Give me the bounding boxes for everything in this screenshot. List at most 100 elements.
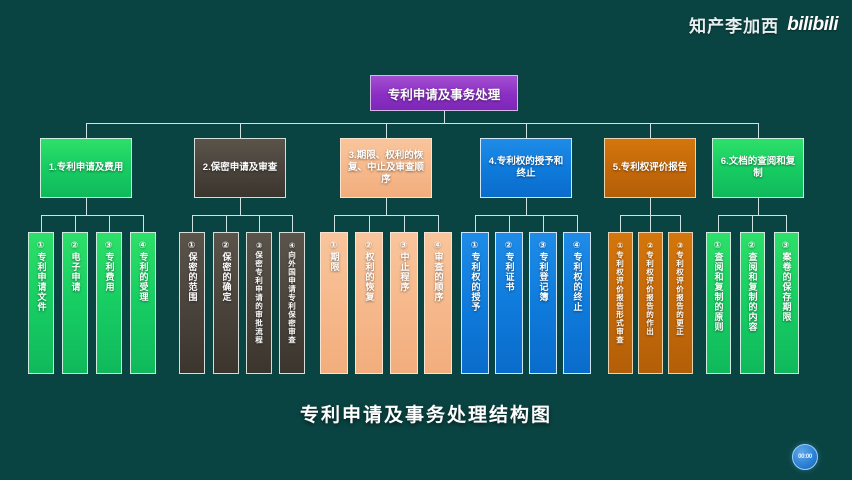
group-stem <box>758 198 759 215</box>
leaf-node-2-2[interactable]: ②保密的确定 <box>213 232 239 374</box>
leaf-drop-line <box>752 215 753 232</box>
leaf-node-label: ③中止程序 <box>399 241 410 292</box>
leaf-node-1-2[interactable]: ②电子申请 <box>62 232 88 374</box>
leaf-node-label: ③案卷的保存期限 <box>781 241 792 322</box>
leaf-node-4-2[interactable]: ②专利证书 <box>495 232 523 374</box>
leaf-node-4-3[interactable]: ③专利登记簿 <box>529 232 557 374</box>
branch-node-3[interactable]: 3.期限、权利的恢复、中止及审查顺序 <box>340 138 432 198</box>
leaf-drop-line <box>192 215 193 232</box>
group-bus-line <box>41 215 143 216</box>
branch-drop-line <box>650 123 651 138</box>
leaf-node-label: ④专利权的终止 <box>572 241 583 312</box>
leaf-node-label: ②查阅和复制的内容 <box>747 241 758 332</box>
branch-node-label: 3.期限、权利的恢复、中止及审查顺序 <box>347 150 424 185</box>
leaf-node-label: ②专利权评价报告的作出 <box>645 241 655 336</box>
leaf-node-6-1[interactable]: ①查阅和复制的原则 <box>705 232 731 374</box>
leaf-node-label: ①专利权评价报告形式审查 <box>615 241 625 345</box>
leaf-node-4-1[interactable]: ①专利权的授予 <box>461 232 489 374</box>
leaf-drop-line <box>543 215 544 232</box>
leaf-drop-line <box>650 215 651 232</box>
leaf-drop-line <box>41 215 42 232</box>
main-bus-line <box>86 123 758 124</box>
leaf-drop-line <box>475 215 476 232</box>
page-title: 专利申请及事务处理结构图 <box>299 405 552 426</box>
leaf-node-label: ①期限 <box>329 241 340 272</box>
leaf-drop-line <box>577 215 578 232</box>
group-stem <box>650 198 651 215</box>
leaf-drop-line <box>509 215 510 232</box>
leaf-drop-line <box>620 215 621 232</box>
leaf-drop-line <box>75 215 76 232</box>
leaf-node-label: ①专利申请文件 <box>36 241 47 312</box>
leaf-node-label: ③专利登记簿 <box>538 241 549 302</box>
branch-drop-line <box>86 123 87 138</box>
group-bus-line <box>475 215 577 216</box>
timer-badge[interactable]: 00:00 <box>792 444 818 470</box>
leaf-drop-line <box>109 215 110 232</box>
group-stem <box>240 198 241 215</box>
leaf-node-3-1[interactable]: ①期限 <box>320 232 348 374</box>
leaf-node-label: ①专利权的授予 <box>470 241 481 312</box>
group-bus-line <box>192 215 292 216</box>
leaf-node-6-2[interactable]: ②查阅和复制的内容 <box>739 232 765 374</box>
group-stem <box>386 198 387 215</box>
leaf-node-3-3[interactable]: ③中止程序 <box>390 232 418 374</box>
leaf-node-label: ③专利费用 <box>104 241 115 292</box>
leaf-node-label: ④专利的受理 <box>138 241 149 302</box>
branch-drop-line <box>526 123 527 138</box>
leaf-node-label: ④审查的顺序 <box>433 241 444 302</box>
leaf-node-2-3[interactable]: ③保密专利申请的审批流程 <box>246 232 272 374</box>
bilibili-logo: bilibili <box>787 13 838 35</box>
branch-drop-line <box>240 123 241 138</box>
branch-node-5[interactable]: 5.专利权评价报告 <box>604 138 696 198</box>
leaf-drop-line <box>226 215 227 232</box>
leaf-node-label: ②权利的恢复 <box>364 241 375 302</box>
leaf-node-label: ③保密专利申请的审批流程 <box>254 241 264 345</box>
branch-node-label: 1.专利申请及费用 <box>48 162 124 173</box>
branch-node-6[interactable]: 6.文档的查阅和复制 <box>712 138 804 198</box>
leaf-drop-line <box>292 215 293 232</box>
leaf-node-5-2[interactable]: ②专利权评价报告的作出 <box>637 232 663 374</box>
leaf-node-5-1[interactable]: ①专利权评价报告形式审查 <box>607 232 633 374</box>
branch-node-1[interactable]: 1.专利申请及费用 <box>40 138 132 198</box>
root-stem <box>444 111 445 123</box>
leaf-drop-line <box>369 215 370 232</box>
branch-node-label: 2.保密申请及审查 <box>202 162 278 173</box>
group-bus-line <box>334 215 438 216</box>
leaf-drop-line <box>334 215 335 232</box>
leaf-node-label: ④向外国申请专利保密审查 <box>287 241 297 345</box>
leaf-node-3-2[interactable]: ②权利的恢复 <box>355 232 383 374</box>
leaf-drop-line <box>404 215 405 232</box>
leaf-node-4-4[interactable]: ④专利权的终止 <box>563 232 591 374</box>
leaf-node-3-4[interactable]: ④审查的顺序 <box>424 232 452 374</box>
branch-node-4[interactable]: 4.专利权的授予和终止 <box>480 138 572 198</box>
leaf-node-5-3[interactable]: ③专利权评价报告的更正 <box>667 232 693 374</box>
leaf-node-1-3[interactable]: ③专利费用 <box>96 232 122 374</box>
branch-node-label: 5.专利权评价报告 <box>612 162 688 173</box>
channel-watermark: 知产李加西 bilibili <box>689 12 838 37</box>
root-node-label: 专利申请及事务处理 <box>387 87 501 102</box>
group-stem <box>86 198 87 215</box>
branch-drop-line <box>758 123 759 138</box>
branch-node-2[interactable]: 2.保密申请及审查 <box>194 138 286 198</box>
leaf-node-label: ②保密的确定 <box>221 241 232 302</box>
group-stem <box>526 198 527 215</box>
leaf-node-1-1[interactable]: ①专利申请文件 <box>28 232 54 374</box>
leaf-node-label: ①查阅和复制的原则 <box>713 241 724 332</box>
leaf-node-label: ③专利权评价报告的更正 <box>675 241 685 336</box>
leaf-drop-line <box>718 215 719 232</box>
leaf-drop-line <box>680 215 681 232</box>
leaf-node-label: ①保密的范围 <box>187 241 198 302</box>
root-node[interactable]: 专利申请及事务处理 <box>370 75 518 111</box>
leaf-node-label: ②专利证书 <box>504 241 515 292</box>
branch-drop-line <box>386 123 387 138</box>
leaf-drop-line <box>438 215 439 232</box>
leaf-node-2-4[interactable]: ④向外国申请专利保密审查 <box>279 232 305 374</box>
leaf-node-6-3[interactable]: ③案卷的保存期限 <box>773 232 799 374</box>
leaf-drop-line <box>786 215 787 232</box>
leaf-node-2-1[interactable]: ①保密的范围 <box>179 232 205 374</box>
leaf-node-1-4[interactable]: ④专利的受理 <box>130 232 156 374</box>
branch-node-label: 4.专利权的授予和终止 <box>488 156 564 179</box>
leaf-drop-line <box>259 215 260 232</box>
